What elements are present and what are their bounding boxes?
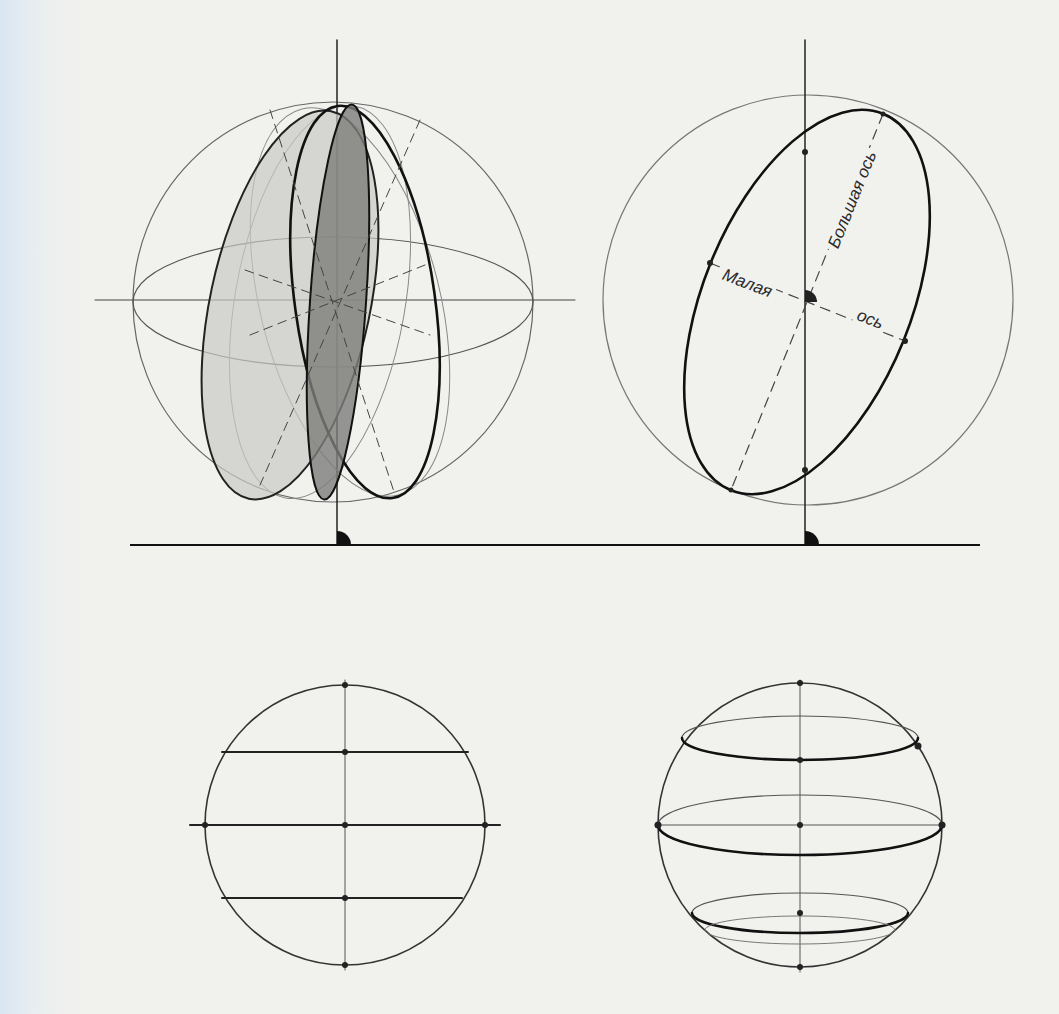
axis-label: Малая [717, 265, 778, 303]
axis-label: Большая ось [824, 146, 882, 254]
axis-label: ось [851, 305, 888, 334]
